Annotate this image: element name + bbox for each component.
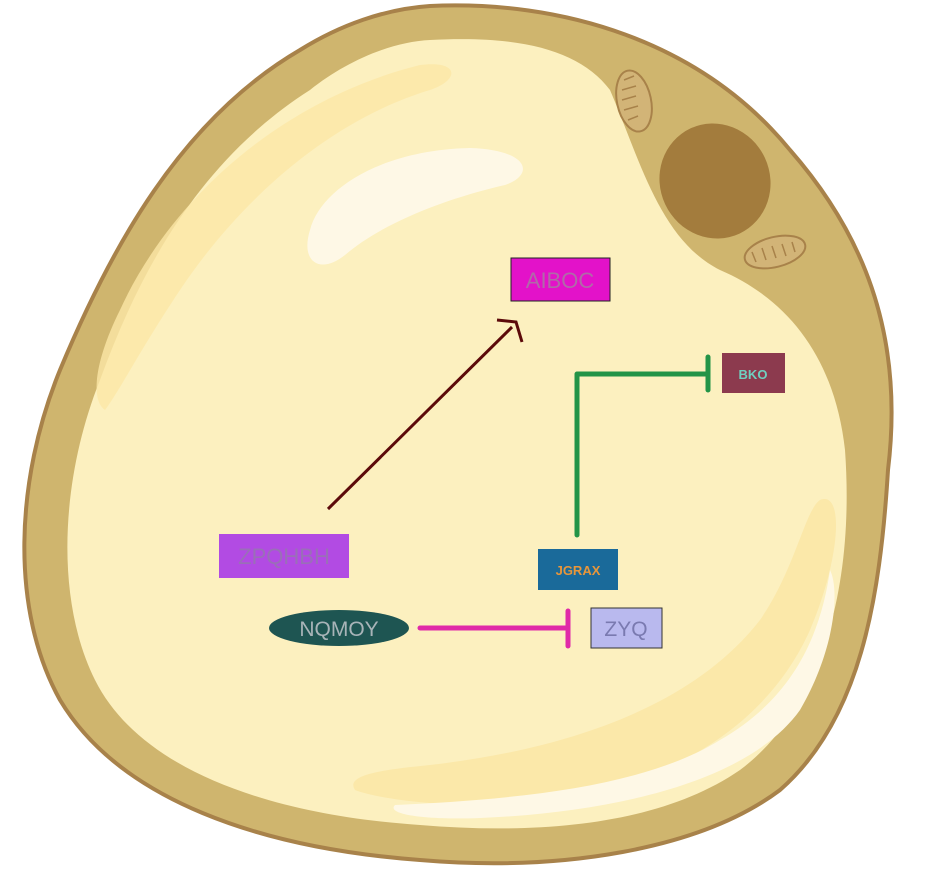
- mitochondrion-right: [743, 234, 807, 270]
- highlight-bottom: [393, 570, 835, 819]
- edge-zpqhbh-to-aiboc: [326, 318, 524, 511]
- node-zpqhbh-box: [219, 534, 349, 578]
- node-nqmoy[interactable]: NQMOY: [269, 610, 409, 646]
- node-nqmoy-shape: [269, 610, 409, 646]
- nucleus: [659, 123, 771, 239]
- highlight-top: [307, 148, 523, 265]
- arrowhead-icon: [496, 318, 524, 343]
- node-aiboc[interactable]: AIBOC: [510, 257, 611, 302]
- node-jgrax-label: JGRAX: [556, 563, 601, 578]
- node-zpqhbh-label: ZPQHBH: [238, 544, 330, 569]
- edge-jgrax-to-bko: [574, 354, 711, 538]
- node-bko[interactable]: BKO: [722, 353, 785, 393]
- node-aiboc-label: AIBOC: [526, 268, 595, 293]
- node-jgrax-box: [538, 549, 618, 590]
- node-zyq-label: ZYQ: [604, 618, 647, 641]
- mitochondrion-top: [615, 69, 653, 133]
- edge-nqmoy-to-zyq: [417, 608, 571, 649]
- node-zpqhbh[interactable]: ZPQHBH: [219, 534, 349, 578]
- cytoplasm-shade-left: [96, 64, 452, 411]
- node-aiboc-box: [510, 257, 611, 302]
- edges: [326, 318, 711, 649]
- node-jgrax[interactable]: JGRAX: [538, 549, 618, 590]
- node-bko-box: [722, 353, 785, 393]
- node-nqmoy-label: NQMOY: [299, 618, 378, 641]
- node-zyq-box: [590, 607, 663, 649]
- node-zyq[interactable]: ZYQ: [590, 607, 663, 649]
- cytoplasm-shade-bottom: [353, 499, 837, 806]
- node-bko-label: BKO: [739, 367, 768, 382]
- cell: [22, 3, 894, 866]
